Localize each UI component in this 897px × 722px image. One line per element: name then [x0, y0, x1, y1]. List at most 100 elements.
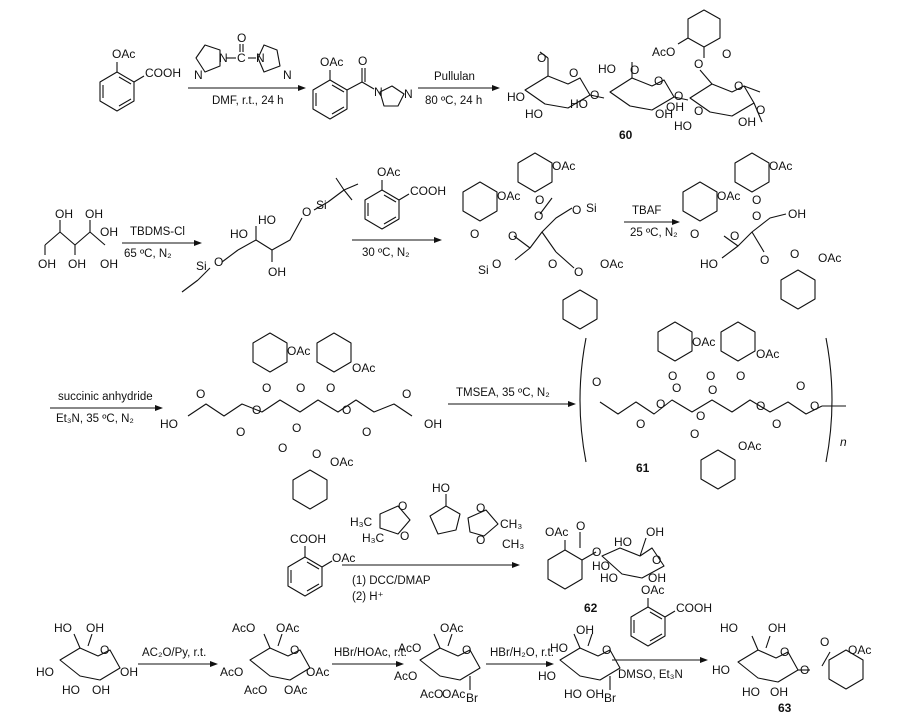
label: HO — [674, 119, 692, 133]
pentaacetyl-galactose: AcO OAc O AcO AcO OAc OAc — [220, 621, 329, 697]
label: O — [694, 57, 703, 71]
label: O — [800, 663, 809, 677]
label: OAc — [497, 189, 520, 203]
label: O — [100, 643, 109, 657]
label: O — [508, 229, 517, 243]
label: O — [400, 529, 409, 543]
label: HO — [720, 621, 738, 635]
condition-text: Et₃N, 35 ºC, N₂ — [56, 413, 134, 425]
label: O — [262, 381, 271, 395]
label: O — [736, 369, 745, 383]
label: O — [326, 381, 335, 395]
label: O — [548, 257, 557, 271]
atom: O — [237, 31, 246, 45]
label: HO — [160, 417, 178, 431]
label: O — [654, 74, 663, 88]
label: O — [590, 88, 599, 102]
label: OAc — [692, 335, 715, 349]
arrow-head — [700, 657, 708, 663]
label: OH — [100, 225, 118, 239]
label: OAc — [276, 621, 299, 635]
label: COOH — [410, 184, 446, 198]
label: HO — [614, 535, 632, 549]
label: OAc — [756, 347, 779, 361]
label: OAc — [600, 257, 623, 271]
label: HO — [62, 683, 80, 697]
label: OAc — [717, 189, 740, 203]
label: O — [470, 227, 479, 241]
arrow-head — [492, 85, 500, 91]
polymer-61: OAc OAc O O O O O O O O O O O O O O OAc … — [579, 321, 847, 490]
label: O — [696, 409, 705, 423]
label: Si — [586, 201, 597, 215]
label: OAc — [440, 621, 463, 635]
condition-text: TBDMS-Cl — [130, 226, 185, 238]
label: OH — [655, 107, 673, 121]
arrow-head — [546, 661, 554, 667]
label: OH — [86, 621, 104, 635]
label: O — [752, 193, 761, 207]
acetylsalicylic-acid-3: COOH OAc — [287, 532, 355, 597]
label: COOH — [290, 532, 326, 546]
label: OH — [788, 207, 806, 221]
label: OAc — [306, 665, 329, 679]
label: OAc — [377, 165, 400, 179]
label: OAc — [545, 525, 568, 539]
label: OH — [55, 207, 73, 221]
label: HO — [600, 571, 618, 585]
label: HO — [525, 107, 543, 121]
label: O — [690, 227, 699, 241]
label: HO — [538, 669, 556, 683]
label: O — [810, 399, 819, 413]
condition-text: DMF, r.t., 24 h — [212, 95, 284, 107]
label: O — [462, 643, 471, 657]
compound-label-62: 62 — [584, 601, 598, 615]
label: Si — [478, 263, 489, 277]
arrow-head — [434, 237, 442, 243]
label: Br — [466, 691, 478, 705]
label: OH — [85, 207, 103, 221]
label: HO — [36, 665, 54, 679]
condition-text: 65 ºC, N₂ — [124, 248, 172, 260]
label: O — [752, 209, 761, 223]
label: O — [290, 643, 299, 657]
arrow-head — [194, 240, 202, 246]
label: OH — [38, 257, 56, 271]
label: OH — [768, 621, 786, 635]
cdi-reagent: N N C O N N — [194, 31, 292, 82]
label: HO — [598, 62, 616, 76]
atom: N — [219, 51, 228, 65]
label: O — [820, 635, 829, 649]
label: O — [690, 427, 699, 441]
condition-text: 30 ºC, N₂ — [362, 247, 410, 259]
label: O — [592, 545, 601, 559]
label: OAc — [320, 55, 343, 69]
label: OH — [646, 525, 664, 539]
glucose-ester-62: OAc O O HO OH HO O HO OH 62 — [545, 519, 666, 615]
label: OAc — [330, 455, 353, 469]
label: O — [535, 193, 544, 207]
label: OAc — [442, 687, 465, 701]
condition-text: (2) H⁺ — [352, 591, 384, 603]
arrow-head — [210, 661, 218, 667]
acetylsalicylic-acid-2: OAc COOH — [364, 165, 446, 230]
label: O — [722, 47, 731, 61]
label: OAc — [848, 643, 871, 657]
label: HO — [230, 227, 248, 241]
label: O — [312, 447, 321, 461]
label: O — [772, 417, 781, 431]
label: O — [796, 379, 805, 393]
label: AcO — [394, 669, 417, 683]
label: HO — [570, 97, 588, 111]
label: O — [652, 553, 661, 567]
label: OAc — [738, 439, 761, 453]
label: O — [760, 253, 769, 267]
label: OAc — [352, 361, 375, 375]
label: O — [196, 387, 205, 401]
label: HO — [258, 213, 276, 227]
label: O — [252, 403, 261, 417]
label: HO — [550, 641, 568, 655]
atom: N — [256, 51, 265, 65]
label: O — [236, 425, 245, 439]
